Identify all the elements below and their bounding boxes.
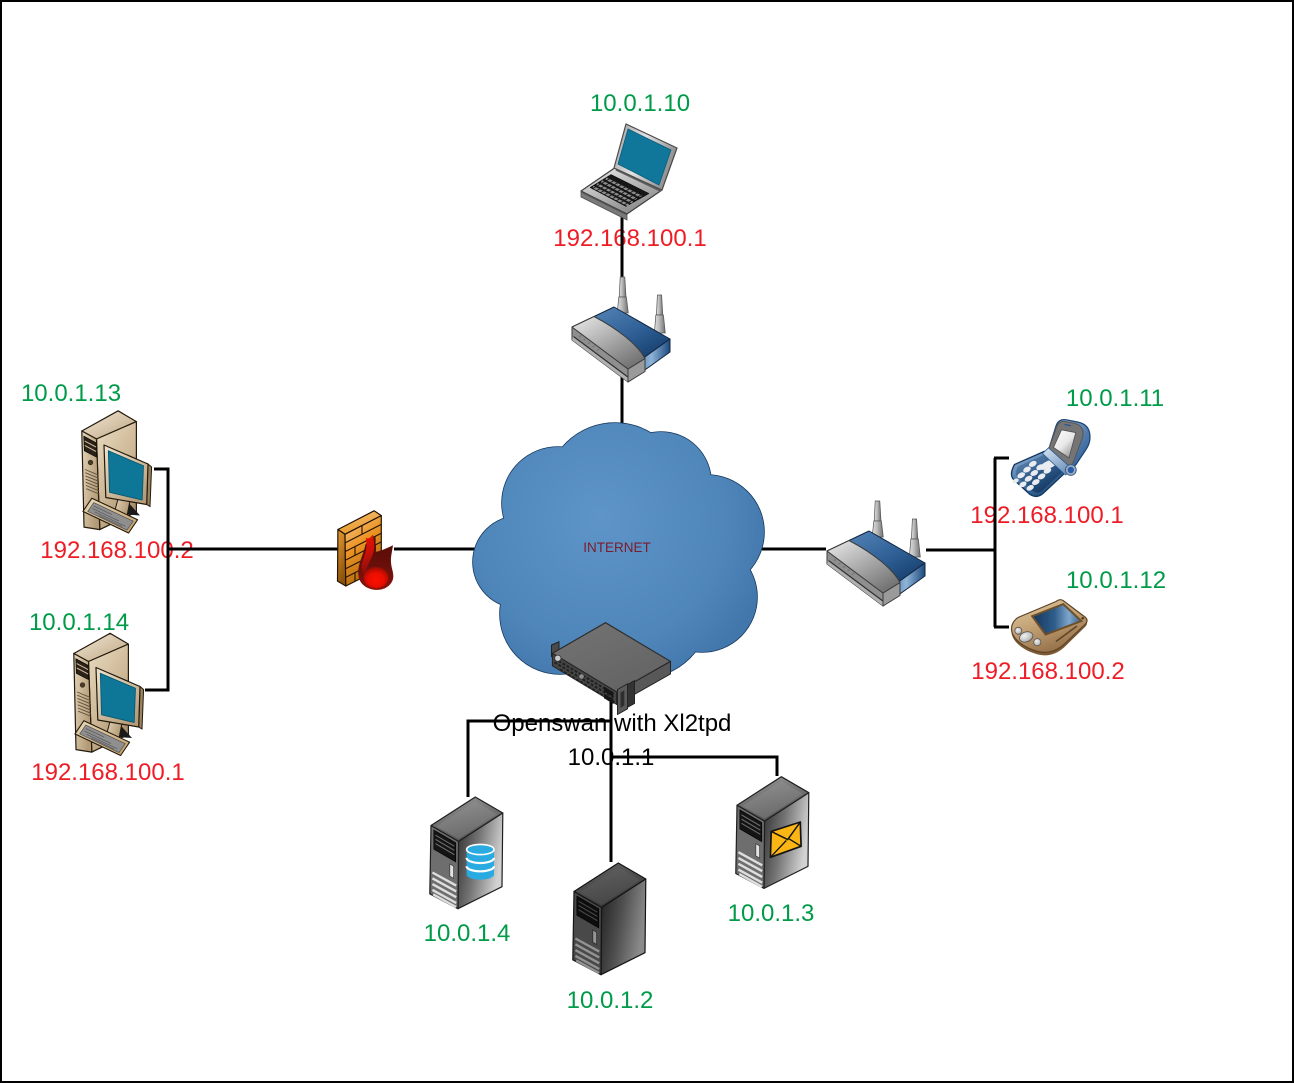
svg-text:10.0.1.12: 10.0.1.12: [1066, 567, 1166, 594]
svg-text:Openswan with Xl2tpd: Openswan with Xl2tpd: [493, 710, 732, 737]
svg-text:INTERNET: INTERNET: [583, 540, 651, 555]
svg-text:10.0.1.13: 10.0.1.13: [21, 380, 121, 407]
svg-text:192.168.100.1: 192.168.100.1: [31, 759, 184, 786]
svg-text:10.0.1.10: 10.0.1.10: [590, 90, 690, 117]
svg-text:192.168.100.1: 192.168.100.1: [553, 225, 706, 252]
svg-text:192.168.100.1: 192.168.100.1: [970, 502, 1123, 529]
svg-text:192.168.100.2: 192.168.100.2: [971, 658, 1124, 685]
svg-text:10.0.1.4: 10.0.1.4: [424, 920, 511, 947]
svg-text:10.0.1.3: 10.0.1.3: [728, 900, 815, 927]
svg-text:10.0.1.1: 10.0.1.1: [568, 744, 655, 771]
svg-text:10.0.1.14: 10.0.1.14: [29, 609, 129, 636]
svg-text:10.0.1.2: 10.0.1.2: [567, 987, 654, 1014]
svg-text:10.0.1.11: 10.0.1.11: [1066, 385, 1164, 412]
